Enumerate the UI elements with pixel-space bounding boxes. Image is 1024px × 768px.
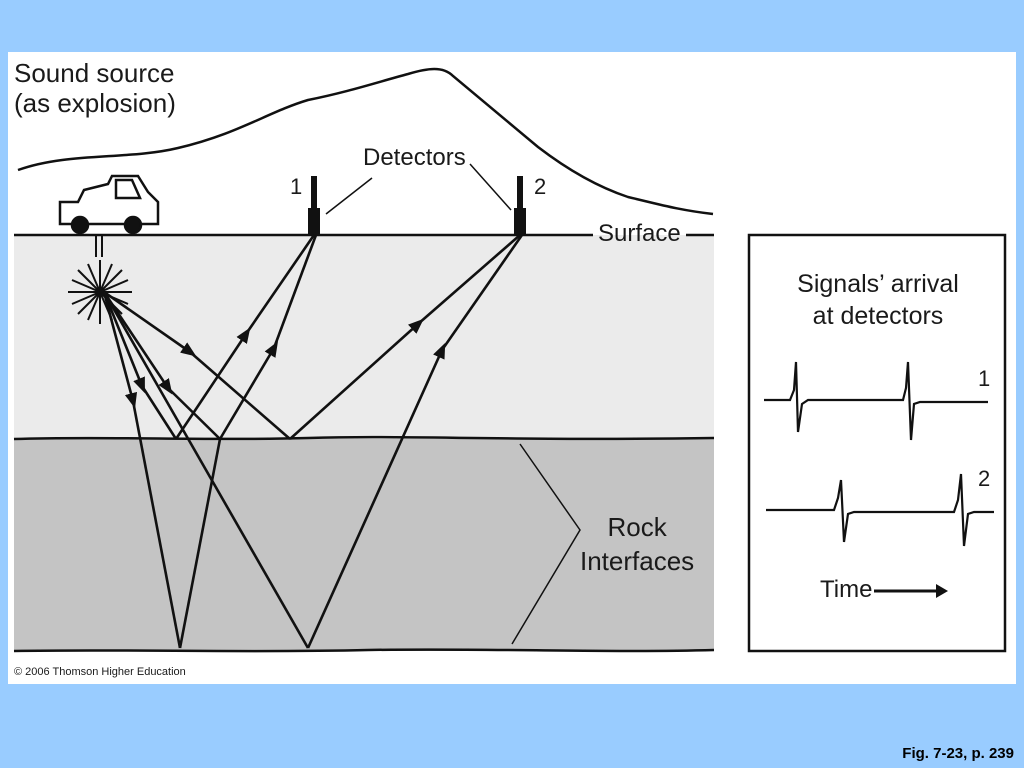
- time-label: Time: [820, 576, 873, 603]
- copyright-label: © 2006 Thomson Higher Education: [14, 666, 186, 678]
- signals-title-line1: Signals’ arrival: [797, 270, 959, 298]
- sound-source-line2: (as explosion): [14, 88, 176, 118]
- sound-source-line1: Sound source: [14, 58, 175, 88]
- truck-icon: [58, 174, 160, 235]
- rock-interfaces-bracket: [511, 443, 581, 645]
- rock-interfaces-label: Rock Interfaces: [580, 510, 694, 578]
- mountain-outline: [17, 67, 714, 216]
- rock-line2: Interfaces: [580, 546, 695, 576]
- lower-rock-layer: [14, 439, 714, 651]
- signals-title: Signals’ arrival at detectors: [788, 268, 968, 332]
- detectors-label: Detectors: [363, 144, 466, 171]
- trace-1-label: 1: [978, 366, 991, 391]
- upper-rock-layer: [14, 235, 714, 439]
- rock-interface-lower: [13, 648, 715, 653]
- seismic-rays: [102, 234, 524, 649]
- detector-1-pointer: [325, 177, 373, 215]
- signal-trace-2: [766, 473, 994, 547]
- trace-2-label: 2: [978, 466, 991, 491]
- drill-pipe: [95, 235, 103, 257]
- detector-2-pointer: [469, 163, 512, 211]
- figure-panel: Sound source (as explosion) Detectors 1 …: [8, 52, 1016, 684]
- time-arrow-head: [936, 584, 948, 598]
- detector-2-number: 2: [534, 174, 547, 199]
- rock-line1: Rock: [607, 512, 667, 542]
- detector-1-number: 1: [290, 174, 303, 199]
- signals-title-line2: at detectors: [812, 302, 944, 330]
- sound-source-label: Sound source (as explosion): [14, 58, 176, 118]
- seismic-diagram: [13, 67, 1007, 653]
- signal-trace-1: [764, 361, 988, 441]
- signals-box: [747, 233, 1007, 653]
- figure-caption: Fig. 7-23, p. 239: [902, 745, 1014, 762]
- rock-interface-upper: [13, 435, 715, 441]
- surface-label: Surface: [598, 220, 681, 247]
- detector-1-icon: [308, 176, 320, 236]
- detector-2-icon: [514, 176, 526, 236]
